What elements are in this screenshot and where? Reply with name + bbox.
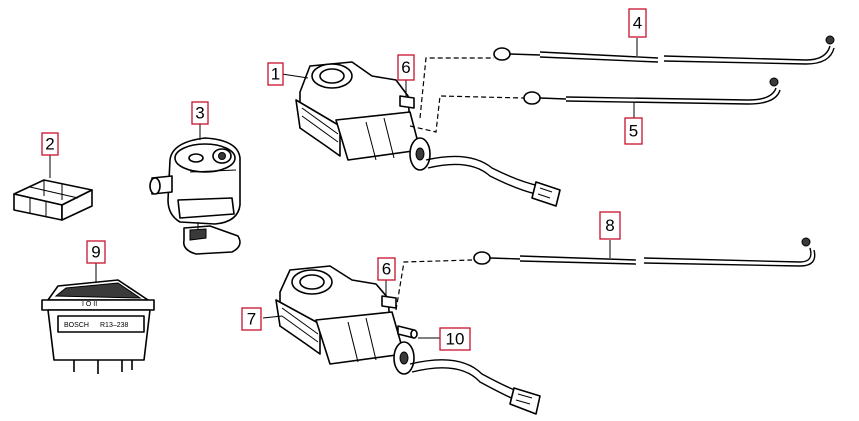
callout-8: 8 — [599, 211, 621, 240]
svg-text:4: 4 — [633, 14, 642, 33]
callout-9: 9 — [86, 240, 106, 264]
rocker-switch-icon: BOSCH R13–238 I O II — [41, 279, 155, 374]
pin-icon — [397, 325, 418, 339]
svg-text:6: 6 — [401, 58, 410, 77]
leader-1 — [281, 73, 309, 79]
actuator-motor-icon — [295, 61, 561, 207]
svg-text:7: 7 — [247, 310, 256, 329]
leader-7 — [262, 315, 283, 319]
switch-brand-label: BOSCH — [64, 322, 89, 329]
svg-text:9: 9 — [91, 243, 100, 262]
callout-4: 4 — [628, 8, 647, 38]
svg-text:1: 1 — [271, 65, 280, 84]
cable-icon — [419, 35, 835, 119]
callout-10: 10 — [439, 327, 471, 351]
ignition-lock-icon — [149, 137, 241, 255]
callout-3: 3 — [191, 101, 209, 125]
callout-7: 7 — [241, 307, 262, 331]
svg-text:10: 10 — [446, 330, 465, 349]
switch-symbols: I O II — [82, 301, 97, 308]
svg-text:2: 2 — [45, 135, 54, 154]
cable-icon — [395, 237, 816, 311]
svg-text:5: 5 — [629, 122, 638, 141]
relay-block-icon — [13, 179, 93, 221]
cable-icon — [409, 77, 781, 133]
callout-1: 1 — [267, 62, 284, 86]
svg-text:8: 8 — [605, 216, 614, 235]
svg-text:6: 6 — [382, 260, 391, 279]
callout-5: 5 — [624, 117, 643, 145]
callout-6-top: 6 — [397, 54, 415, 81]
svg-text:3: 3 — [195, 104, 204, 123]
callout-2: 2 — [41, 132, 59, 156]
switch-model-label: R13–238 — [100, 322, 129, 329]
actuator-motor-icon — [275, 265, 541, 415]
callout-6-bottom: 6 — [377, 257, 396, 281]
